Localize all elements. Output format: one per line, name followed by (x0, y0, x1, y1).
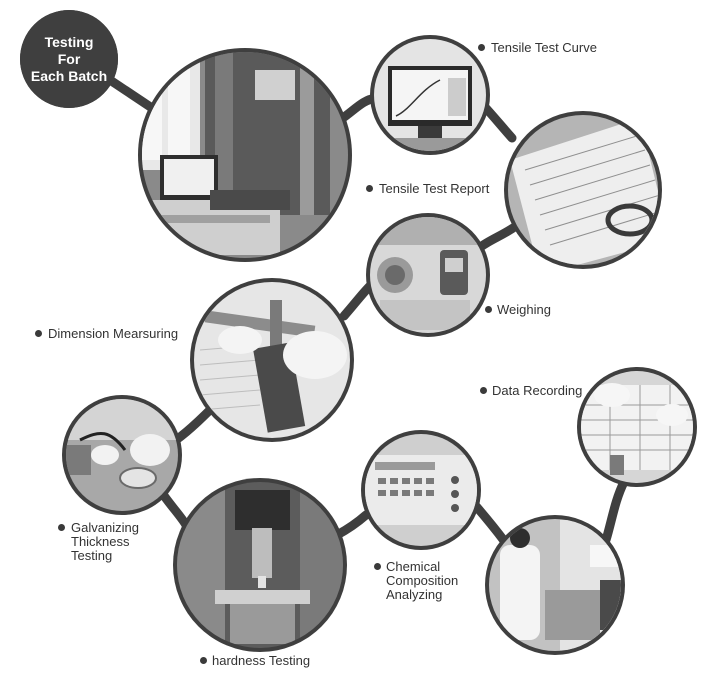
bullet-dot (374, 563, 381, 570)
title-badge: Testing For Each Batch (20, 10, 118, 108)
photo-dimension-measuring (190, 278, 354, 442)
bullet-dot (480, 387, 487, 394)
photo-chemical-analyzer (361, 430, 481, 550)
label-tensile-test-report: Tensile Test Report (379, 181, 490, 196)
photo-tensile-report (504, 111, 662, 269)
bullet-dot (366, 185, 373, 192)
bullet-dot (485, 306, 492, 313)
bullet-dot (478, 44, 485, 51)
photo-weighing (366, 213, 490, 337)
label-data-recording: Data Recording (492, 383, 583, 398)
label-dimension-measuring: Dimension Mearsuring (48, 326, 179, 341)
label-tensile-test-curve: Tensile Test Curve (491, 40, 597, 55)
bullet-dot (35, 330, 42, 337)
photo-tensile-machine (138, 48, 352, 262)
label-hardness-testing: hardness Testing (212, 653, 311, 668)
photo-hardness-testing (173, 478, 347, 652)
label-galvanizing-thickness-testing: Galvanizing Thickness Testing (71, 520, 139, 563)
label-chemical-composition-analyzing: Chemical Composition Analyzing (386, 559, 459, 602)
page-title: Testing For Each Batch (30, 33, 108, 84)
label-weighing: Weighing (497, 302, 551, 317)
bullet-dot (200, 657, 207, 664)
bullet-dot (58, 524, 65, 531)
photo-lab-room (485, 515, 625, 655)
photo-data-recording (577, 367, 697, 487)
photo-tensile-curve (370, 35, 490, 155)
